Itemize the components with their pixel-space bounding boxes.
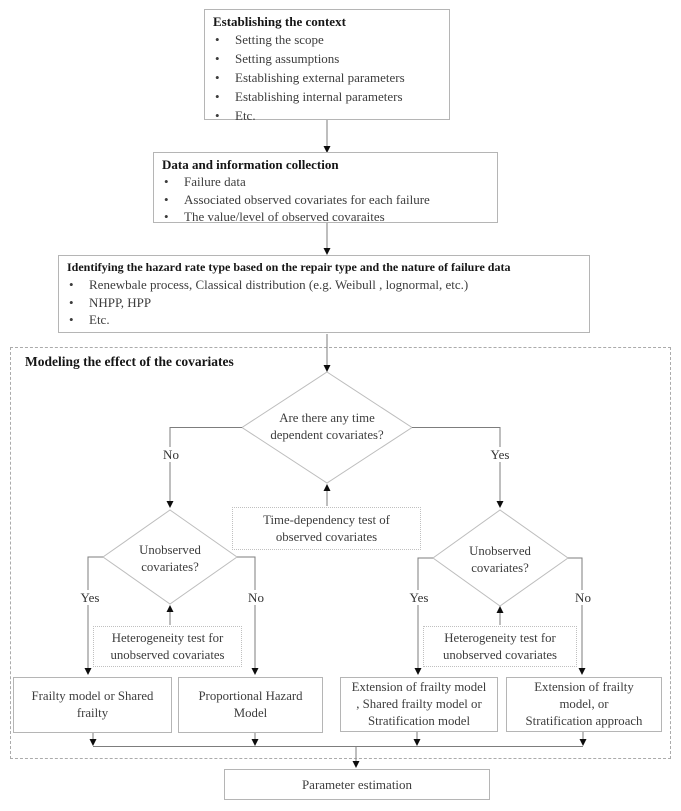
decision-diamond-time-dependent	[241, 371, 413, 484]
list-item: Failure data	[164, 173, 489, 191]
list-item: Setting assumptions	[215, 49, 441, 68]
list-item: Renewbale process, Classical distributio…	[69, 276, 581, 294]
box-establishing-context: Establishing the context Setting the sco…	[204, 9, 450, 125]
arrowhead	[84, 668, 92, 675]
decision-unobserved-right-label: Unobserved covariates?	[469, 544, 531, 575]
box-title: Data and information collection	[162, 157, 339, 172]
hazard-bullet-list: Renewbale process, Classical distributio…	[67, 276, 581, 329]
box-title: Establishing the context	[213, 14, 346, 29]
list-item: The value/level of observed covaraites	[164, 208, 489, 226]
box-parameter-estimation: Parameter estimation	[224, 769, 490, 800]
arrowhead	[413, 739, 421, 746]
decision-diamond-unobserved-left	[102, 509, 238, 605]
box-data-collection: Data and information collection Failure …	[153, 152, 498, 226]
decision-unobserved-left-label: Unobserved covariates?	[139, 543, 201, 574]
branch-label-left-yes: Yes	[78, 590, 102, 605]
box-title: Identifying the hazard rate type based o…	[67, 260, 511, 274]
branch-label-left-no: No	[246, 590, 266, 605]
list-item: Etc.	[215, 106, 441, 125]
arrowhead	[414, 668, 422, 675]
box-extension-shared-frailty: Extension of frailty model , Shared frai…	[340, 677, 498, 732]
branch-label-right-no: No	[573, 590, 593, 605]
list-item: Associated observed covariates for each …	[164, 191, 489, 209]
branch-left-no	[237, 556, 256, 668]
branch-label-yes: Yes	[488, 447, 512, 462]
branch-no-left	[169, 427, 242, 501]
data-collection-bullet-list: Failure data Associated observed covaria…	[162, 173, 489, 226]
box-hazard-rate-type: Identifying the hazard rate type based o…	[58, 255, 590, 333]
arrowhead	[323, 365, 331, 372]
arrowhead	[323, 484, 331, 491]
arrowhead	[323, 146, 331, 153]
box-heterogeneity-test-right: Heterogeneity test for unobserved covari…	[423, 626, 577, 667]
branch-right-yes	[417, 557, 433, 668]
arrowhead	[251, 739, 259, 746]
arrowhead	[323, 248, 331, 255]
branch-label-no: No	[161, 447, 181, 462]
arrowhead	[579, 739, 587, 746]
box-proportional-hazard-model: Proportional Hazard Model	[178, 677, 323, 733]
modeling-section-region	[10, 347, 671, 759]
arrowhead	[496, 606, 504, 613]
branch-right-no	[568, 557, 583, 668]
list-item: Establishing internal parameters	[215, 87, 441, 106]
arrowhead	[89, 739, 97, 746]
branch-yes-right	[412, 427, 501, 501]
list-item: Setting the scope	[215, 30, 441, 49]
box-frailty-model: Frailty model or Shared frailty	[13, 677, 172, 733]
arrowhead	[578, 668, 586, 675]
arrowhead	[496, 501, 504, 508]
arrowhead	[352, 761, 360, 768]
arrowhead	[166, 501, 174, 508]
list-item: NHPP, HPP	[69, 294, 581, 312]
box-extension-stratification: Extension of frailty model, or Stratific…	[506, 677, 662, 732]
box-heterogeneity-test-left: Heterogeneity test for unobserved covari…	[93, 626, 242, 667]
branch-left-yes	[87, 556, 103, 668]
list-item: Establishing external parameters	[215, 68, 441, 87]
modeling-section-title: Modeling the effect of the covariates	[25, 354, 234, 369]
decision-time-dependent-label: Are there any time dependent covariates?	[270, 411, 384, 442]
arrowhead	[166, 605, 174, 612]
arrowhead	[251, 668, 259, 675]
box-time-dependency-test: Time-dependency test of observed covaria…	[232, 507, 421, 550]
branch-label-right-yes: Yes	[407, 590, 431, 605]
context-bullet-list: Setting the scope Setting assumptions Es…	[213, 30, 441, 125]
list-item: Etc.	[69, 311, 581, 329]
